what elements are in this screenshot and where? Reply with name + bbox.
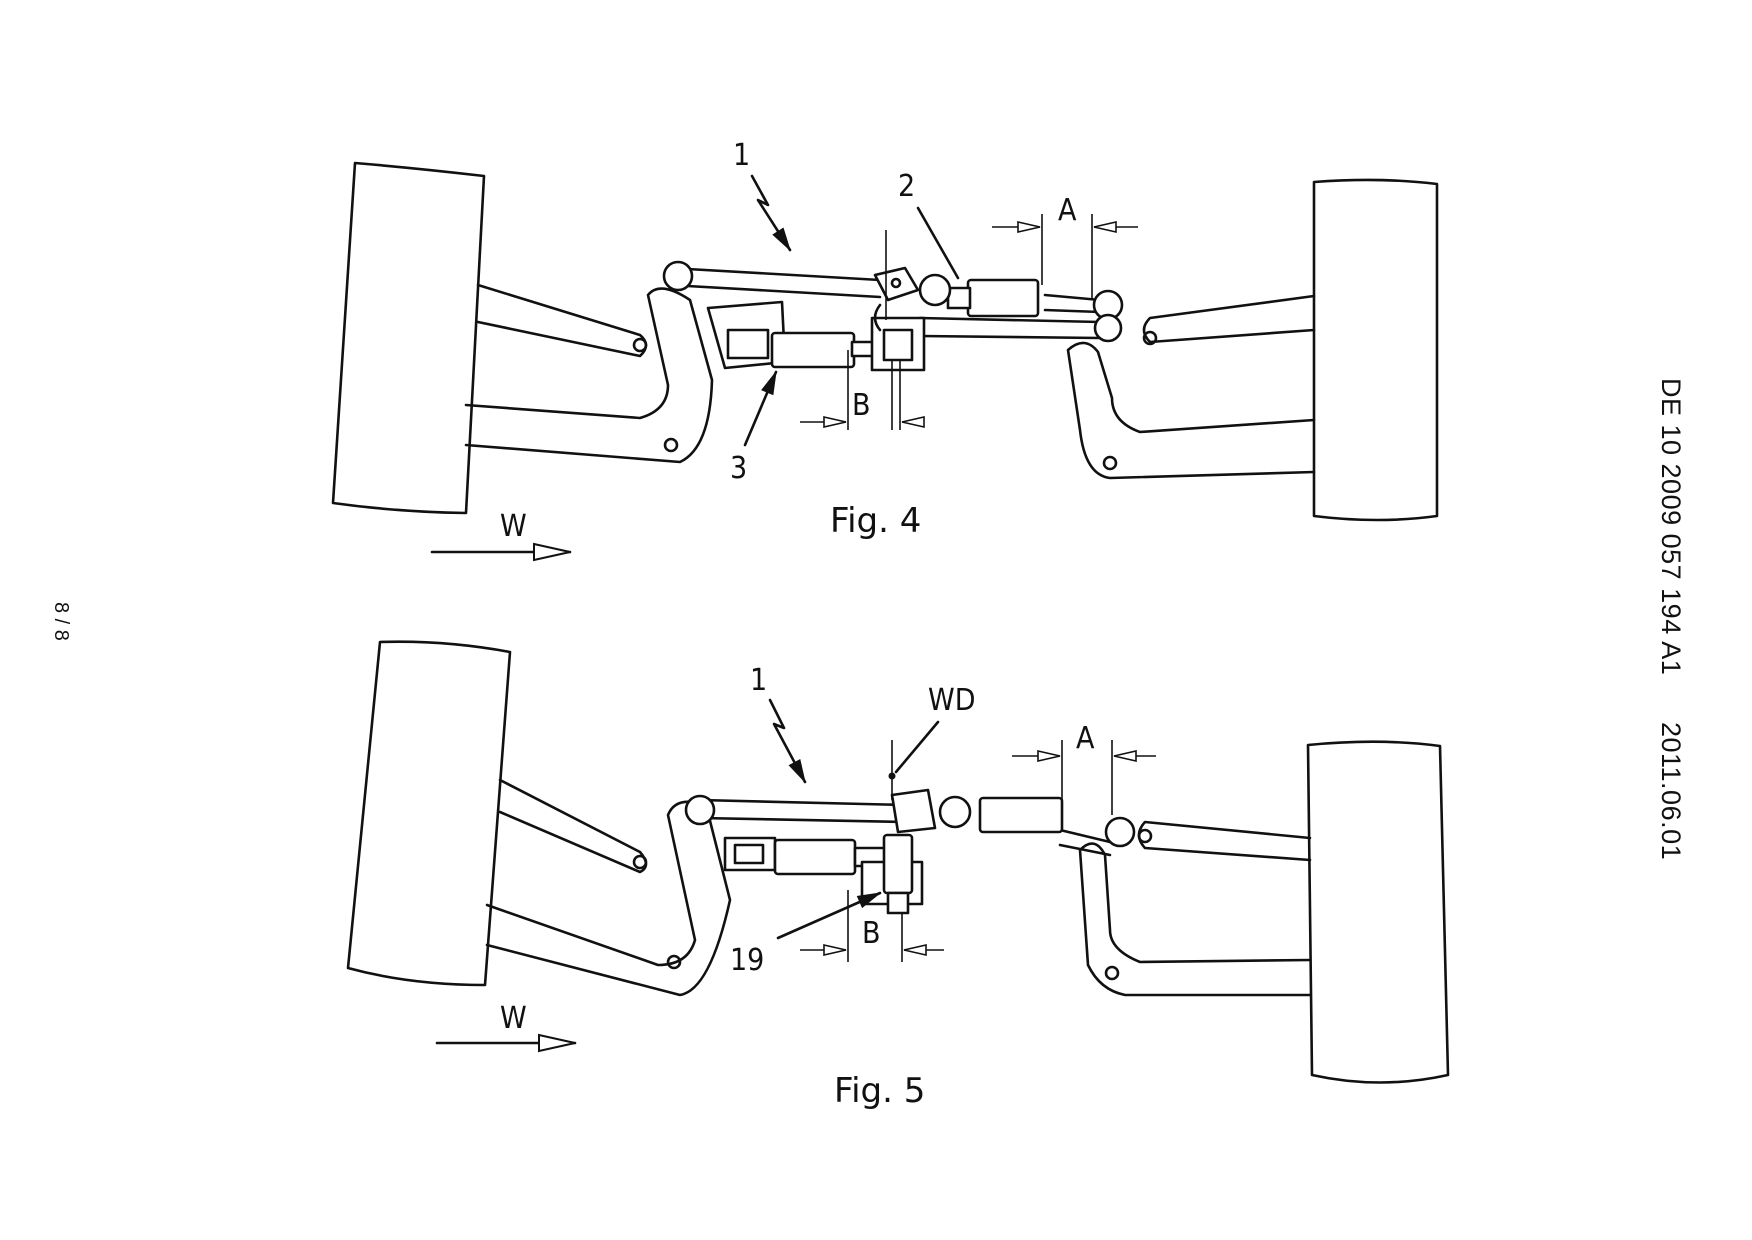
axis-line-a — [1061, 740, 1113, 815]
lower-beam — [918, 316, 1102, 340]
upper-beam — [698, 798, 907, 824]
right-wheel — [1312, 178, 1439, 522]
document-header-rotated: DE 10 2009 057 194 A1 2011.06.01 — [1656, 378, 1686, 860]
right-link — [1043, 293, 1102, 314]
reference-1: 1 — [733, 138, 792, 250]
publication-number: DE 10 2009 057 194 A1 — [1656, 378, 1686, 675]
dimension-a: A — [1012, 721, 1156, 763]
direction-arrow-w: W — [435, 1001, 577, 1053]
reference-1: 1 — [750, 663, 807, 782]
actuator-upper — [890, 788, 1064, 834]
dimension-b: B — [800, 388, 925, 429]
svg-text:1: 1 — [733, 138, 750, 173]
reference-wd: WD — [894, 683, 975, 774]
actuator-3 — [706, 300, 926, 372]
svg-text:2: 2 — [898, 169, 915, 204]
figure-4-caption: Fig. 4 — [830, 501, 921, 541]
svg-text:1: 1 — [750, 663, 767, 698]
right-link — [1058, 828, 1112, 857]
reference-19: 19 — [730, 891, 880, 978]
svg-text:3: 3 — [730, 451, 747, 486]
publication-date: 2011.06.01 — [1656, 722, 1686, 860]
figure-4: A B 1 2 3 W Fig. 4 — [331, 138, 1439, 562]
svg-text:B: B — [862, 916, 881, 951]
right-wheel — [1306, 740, 1450, 1084]
svg-text:W: W — [500, 509, 527, 544]
left-trailing-arm — [464, 283, 714, 464]
direction-arrow-w: W — [430, 509, 572, 562]
reference-3: 3 — [730, 372, 778, 486]
pivot-right — [1104, 816, 1136, 848]
right-trailing-arm — [1066, 294, 1316, 480]
pivot-left — [684, 794, 716, 826]
svg-text:WD: WD — [928, 683, 975, 718]
pivot-left — [662, 260, 694, 292]
svg-text:A: A — [1076, 721, 1095, 756]
svg-text:19: 19 — [730, 943, 764, 978]
right-trailing-arm — [1078, 820, 1312, 997]
left-wheel — [346, 640, 512, 987]
wd-point — [888, 772, 896, 780]
figure-5-caption: Fig. 5 — [834, 1071, 925, 1111]
axis-line-b — [847, 890, 903, 962]
axis-line-lower — [891, 360, 901, 430]
svg-text:B: B — [852, 388, 871, 423]
pivot-right-lower — [1093, 313, 1123, 343]
axis-line-a — [1041, 214, 1093, 300]
svg-text:A: A — [1058, 193, 1077, 228]
page-number: 8 / 8 — [50, 602, 72, 641]
actuator-lower — [723, 833, 924, 915]
svg-text:W: W — [500, 1001, 527, 1036]
left-wheel — [331, 161, 486, 515]
actuator-2 — [873, 266, 1040, 318]
figure-5: A B 1 WD 19 W Fig. 5 — [346, 640, 1450, 1111]
dimension-b: B — [800, 916, 944, 957]
dimension-a: A — [992, 193, 1138, 234]
reference-2: 2 — [898, 169, 960, 280]
upper-beam — [668, 266, 882, 299]
